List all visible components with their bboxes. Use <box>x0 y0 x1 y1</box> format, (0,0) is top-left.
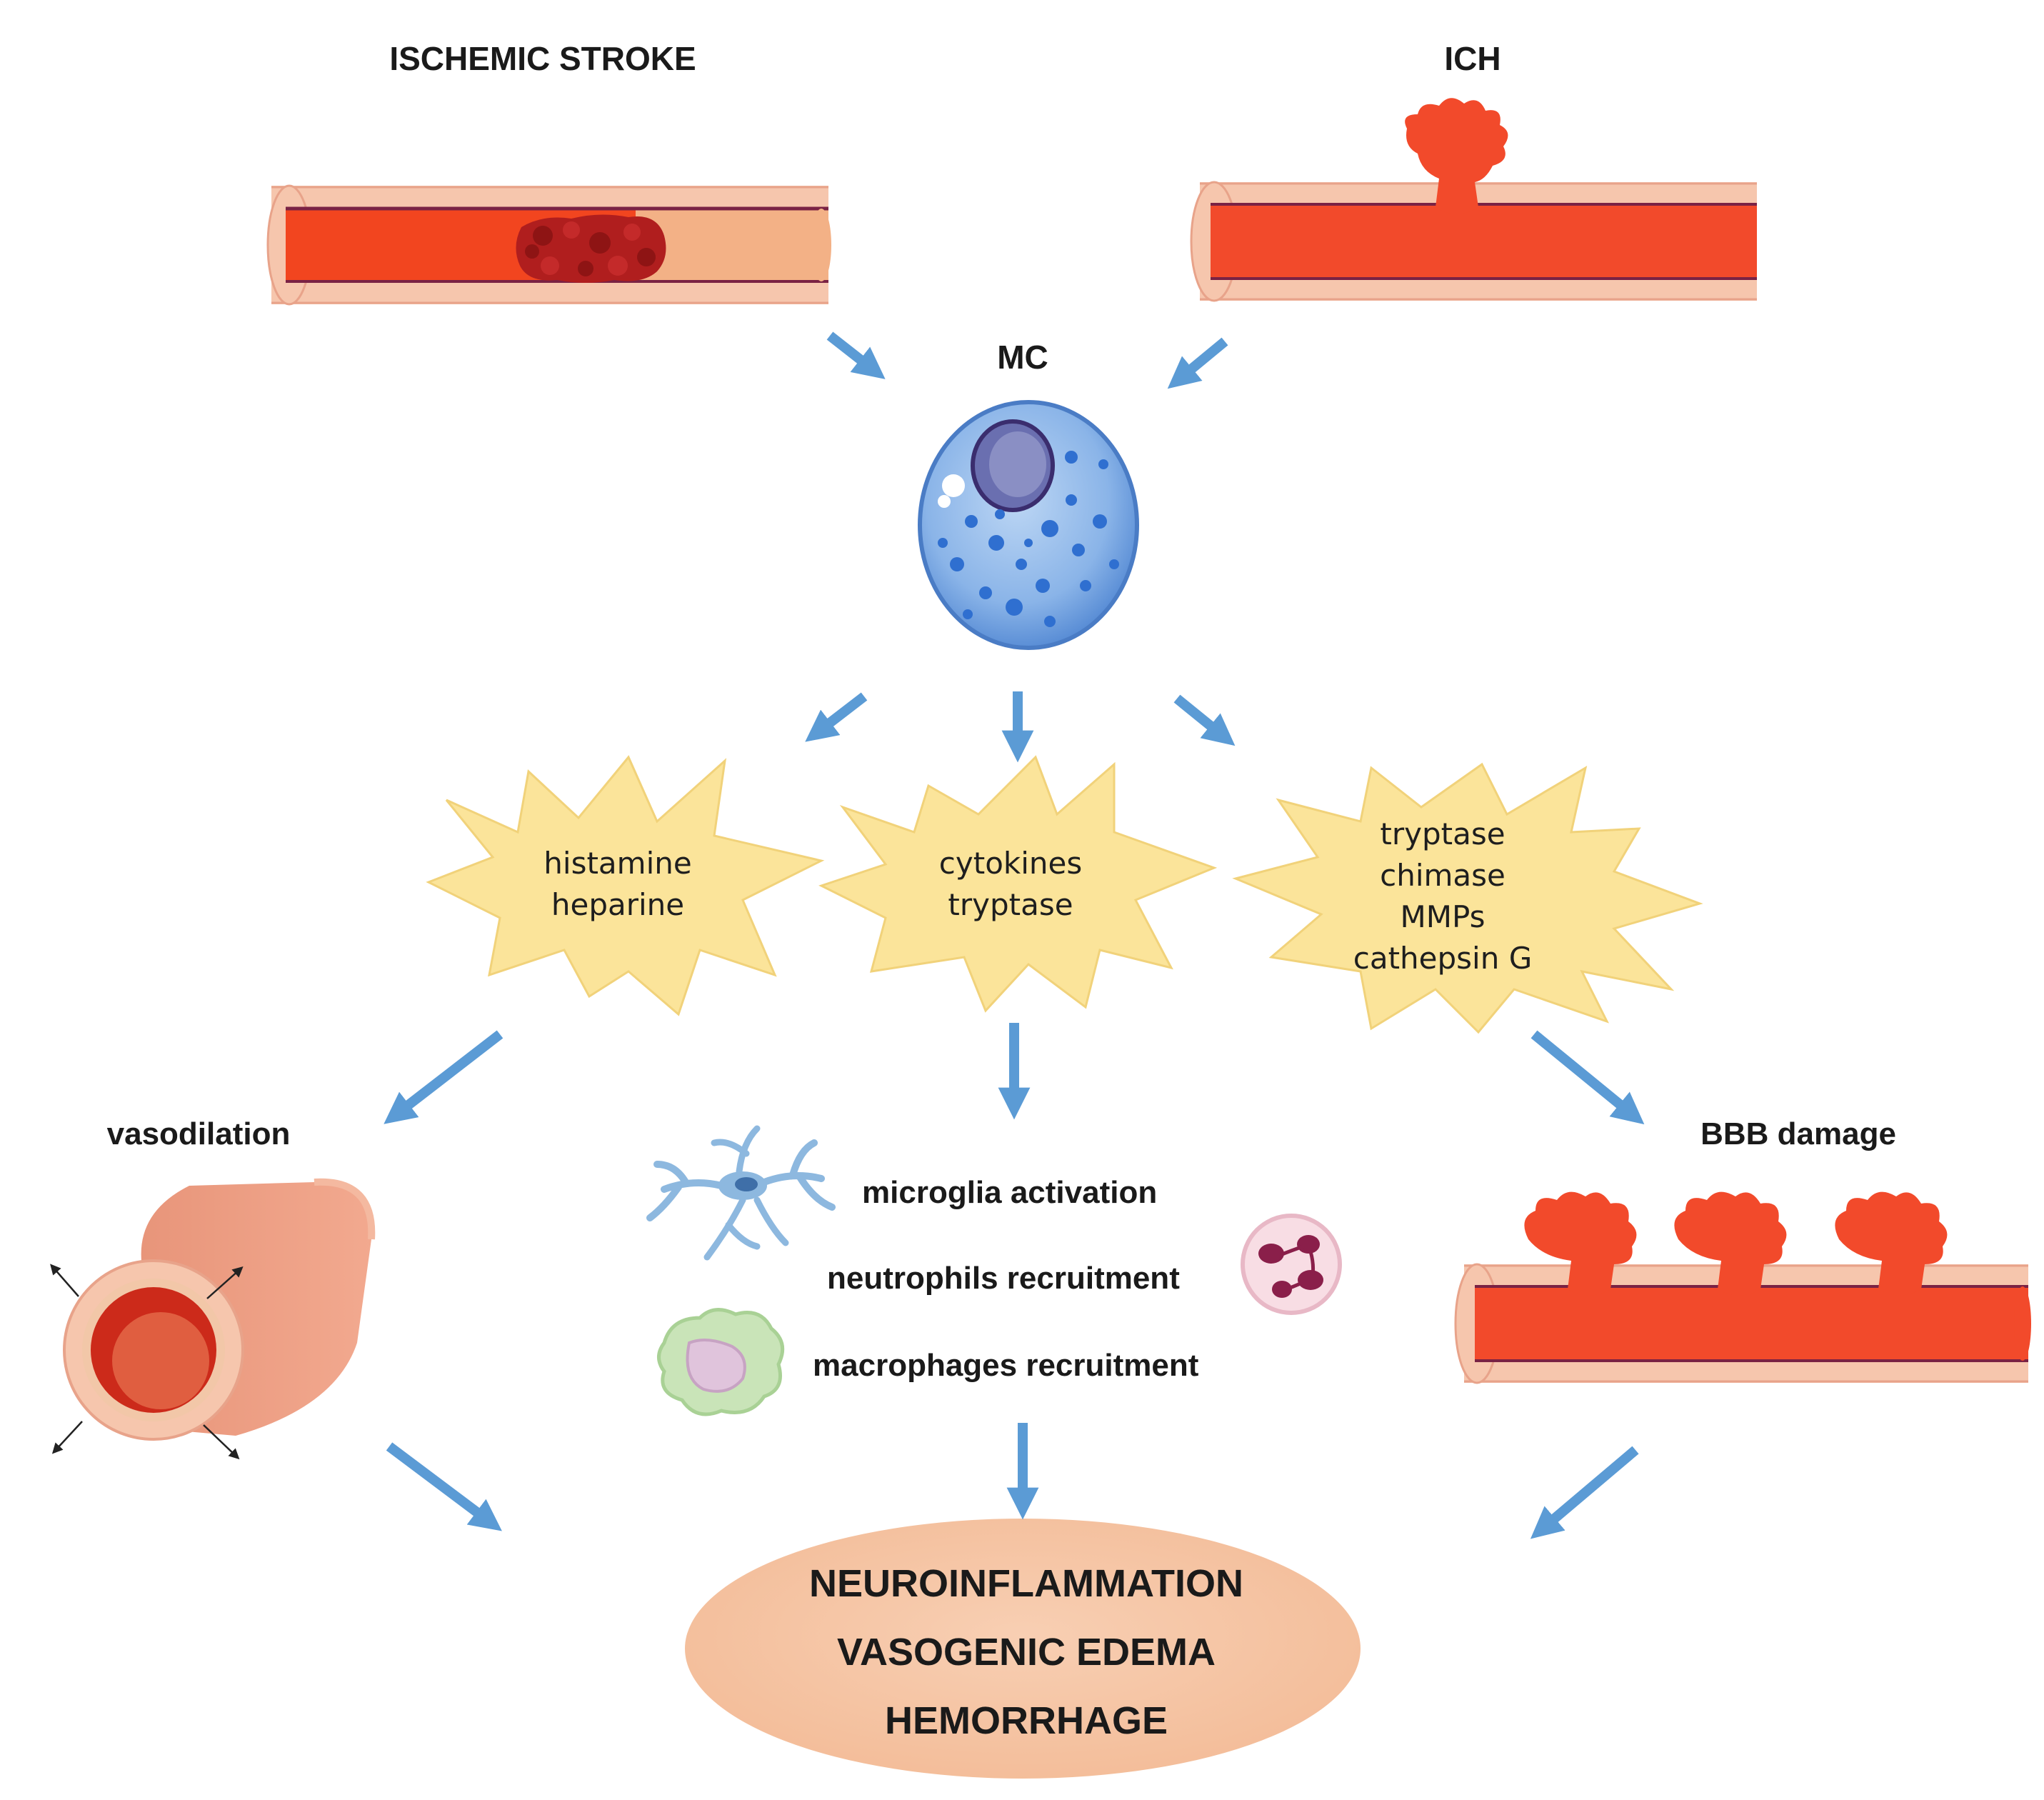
ich-hemorrhage <box>1405 98 1508 214</box>
neutrophil-cell <box>1241 1214 1342 1315</box>
mediator-histamine: histamine <box>543 846 692 881</box>
macrophages-recruitment-label: macrophages recruitment <box>813 1348 1199 1383</box>
mediators-center: cytokines tryptase <box>939 843 1082 926</box>
blood-clot <box>516 214 666 283</box>
mc-label: MC <box>997 339 1048 376</box>
mast-cell <box>918 400 1139 650</box>
bbb-vessel <box>1454 1263 2031 1384</box>
mediator-mmps: MMPs <box>1400 899 1486 934</box>
arrow-ischemic-to-mc <box>826 331 886 379</box>
vasodilation-label: vasodilation <box>106 1116 291 1151</box>
arrow-vasodilation-to-outcome <box>386 1442 502 1531</box>
arrow-mc-to-right <box>1173 694 1236 746</box>
outcome-neuroinflammation: NEUROINFLAMMATION <box>809 1562 1243 1605</box>
outcome-vasogenic-edema: VASOGENIC EDEMA <box>836 1631 1216 1674</box>
arrow-right-to-bbb <box>1531 1030 1645 1125</box>
burst-center <box>818 755 1218 1013</box>
arrow-left-to-vasodilation <box>384 1030 504 1124</box>
bbb-hemorrhages <box>1524 1191 1948 1296</box>
mediator-tryptase-2: tryptase <box>1380 816 1506 851</box>
outcome-list: NEUROINFLAMMATION VASOGENIC EDEMA HEMORR… <box>809 1549 1243 1755</box>
outcome-ellipse <box>685 1519 1361 1779</box>
microglia-cell <box>646 1125 836 1261</box>
burst-right <box>1232 762 1703 1034</box>
arrow-ich-to-mc <box>1167 337 1228 389</box>
neutrophils-recruitment-label: neutrophils recruitment <box>827 1261 1180 1296</box>
mediator-cytokines: cytokines <box>938 846 1083 881</box>
ischemic-stroke-label: ISCHEMIC STROKE <box>389 40 696 77</box>
dilated-vessel <box>50 1178 376 1460</box>
outcome-hemorrhage: HEMORRHAGE <box>884 1699 1168 1742</box>
mediator-cathepsin-g: cathepsin G <box>1353 941 1533 976</box>
bbb-damage-label: BBB damage <box>1700 1116 1896 1151</box>
microglia-activation-label: microglia activation <box>862 1175 1158 1210</box>
macrophage-cell <box>657 1308 785 1416</box>
arrow-bbb-to-outcome <box>1530 1446 1639 1539</box>
mediator-chimase: chimase <box>1380 858 1506 893</box>
mediator-heparine: heparine <box>551 887 685 922</box>
mediators-right: tryptase chimase MMPs cathepsin G <box>1353 814 1532 979</box>
burst-left <box>426 755 825 1016</box>
mediators-left: histamine heparine <box>543 843 691 926</box>
mediator-tryptase: tryptase <box>948 887 1073 922</box>
ich-vessel <box>1190 181 1757 302</box>
arrow-mc-to-left <box>805 692 868 742</box>
ich-label: ICH <box>1444 40 1501 77</box>
